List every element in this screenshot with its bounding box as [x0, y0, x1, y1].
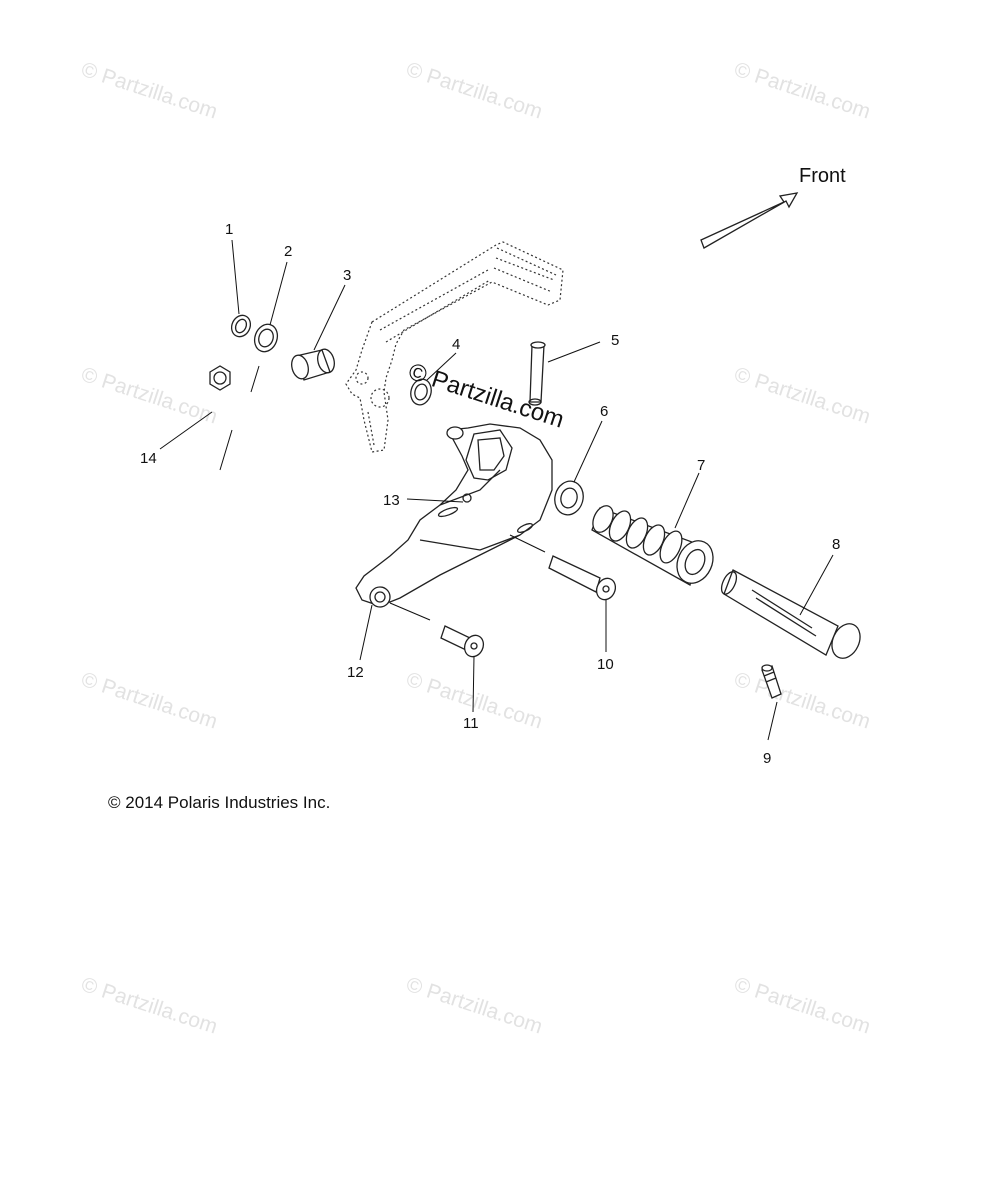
rubber-grip — [591, 505, 714, 586]
front-arrow-shape — [700, 192, 799, 249]
watermark: © Partzilla.com — [78, 973, 220, 1039]
washer-2 — [253, 323, 279, 353]
set-screw — [761, 664, 782, 699]
front-label: Front — [799, 165, 846, 187]
callout-10: 10 — [597, 656, 614, 673]
callout-labels: 1 2 3 4 5 6 7 8 9 10 11 12 13 14 — [140, 221, 840, 767]
callout-9: 9 — [763, 750, 771, 767]
callout-7: 7 — [697, 457, 705, 474]
snap-ring — [230, 314, 252, 338]
footrest-peg — [720, 569, 861, 659]
axis-line — [509, 534, 546, 553]
callout-13: 13 — [383, 492, 400, 509]
callout-11: 11 — [463, 715, 479, 732]
axis-line — [389, 602, 431, 621]
copyright-notice: © 2014 Polaris Industries Inc. — [108, 793, 331, 812]
washer-6 — [554, 480, 584, 516]
watermark: © Partzilla.com — [731, 668, 873, 734]
footrest-bracket — [355, 423, 553, 608]
watermark: © Partzilla.com — [403, 973, 545, 1039]
front-arrow: Front — [700, 165, 846, 249]
pedal-lever — [345, 241, 564, 453]
callout-1: 1 — [225, 221, 233, 238]
bushing — [291, 348, 335, 381]
washer-4 — [410, 378, 432, 406]
watermark: © Partzilla.com — [78, 58, 220, 124]
callout-14: 14 — [140, 450, 157, 467]
watermark: © Partzilla.com — [403, 58, 545, 124]
watermark: © Partzilla.com — [731, 973, 873, 1039]
pin — [528, 341, 546, 406]
bolt-11 — [440, 625, 485, 658]
callout-2: 2 — [284, 243, 292, 260]
nut — [209, 365, 231, 391]
callout-3: 3 — [343, 267, 351, 284]
axis-line — [219, 365, 260, 471]
callout-4: 4 — [452, 336, 460, 353]
leader-lines — [159, 239, 834, 741]
callout-6: 6 — [600, 403, 608, 420]
watermark: © Partzilla.com — [731, 58, 873, 124]
callout-8: 8 — [832, 536, 840, 553]
callout-12: 12 — [347, 664, 364, 681]
watermark: © Partzilla.com — [731, 363, 873, 429]
bolt-10 — [548, 555, 617, 601]
callout-5: 5 — [611, 332, 619, 349]
watermark: © Partzilla.com — [78, 668, 220, 734]
watermark: © Partzilla.com — [78, 363, 220, 429]
